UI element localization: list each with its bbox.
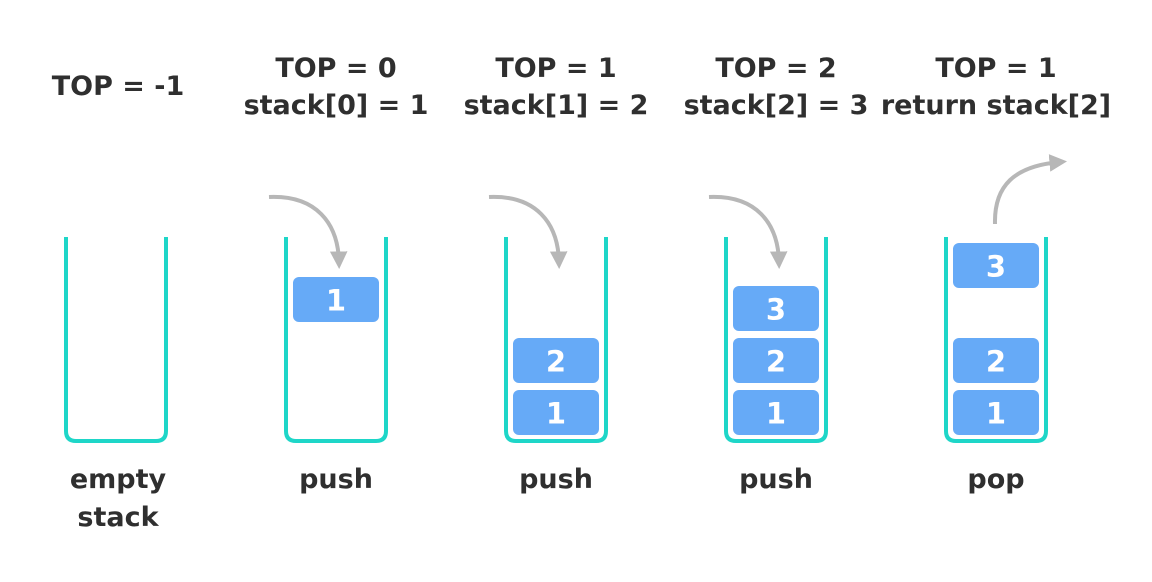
stage-header-push-3: TOP = 2 stack[2] = 3: [646, 50, 906, 124]
header-line: return stack[2]: [880, 90, 1112, 121]
stage-caption-push-2: push: [426, 461, 686, 499]
stack-block: [953, 243, 1039, 288]
stack-block-label: 1: [766, 397, 786, 431]
stack-block-label: 3: [766, 293, 786, 327]
stack-block: [513, 390, 599, 435]
caption-line: stack: [77, 502, 159, 533]
stack-block-label: 1: [326, 284, 346, 318]
caption-line: empty: [69, 464, 167, 495]
stack-block: [733, 390, 819, 435]
pop-arrow: [992, 154, 1068, 225]
caption-line: push: [519, 464, 593, 495]
stage-header-pop: TOP = 1 return stack[2]: [866, 50, 1126, 124]
stack-block: [293, 277, 379, 322]
caption-line: pop: [967, 464, 1025, 495]
push-arrow: [708, 194, 788, 270]
stack-container: [64, 237, 168, 443]
push-arrow: [268, 194, 348, 270]
stack-block-label: 1: [546, 397, 566, 431]
stack-block: [733, 286, 819, 331]
caption-line: push: [299, 464, 373, 495]
header-line: stack[1] = 2: [463, 90, 649, 121]
stack-block-label: 1: [986, 397, 1006, 431]
stack-container: [944, 237, 1048, 443]
header-line: stack[0] = 1: [243, 90, 429, 121]
header-line: TOP = 1: [935, 53, 1057, 84]
stage-caption-pop: pop: [866, 461, 1126, 499]
header-line: TOP = 2: [715, 53, 837, 84]
stack-container: [284, 237, 388, 443]
stage-header-push-1: TOP = 0 stack[0] = 1: [206, 50, 466, 124]
stage-header-push-2: TOP = 1 stack[1] = 2: [426, 50, 686, 124]
stack-block: [953, 338, 1039, 383]
stage-caption-push-1: push: [206, 461, 466, 499]
stack-block-label: 2: [986, 345, 1006, 379]
caption-line: push: [739, 464, 813, 495]
stack-block-label: 2: [766, 345, 786, 379]
stack-block: [953, 390, 1039, 435]
stack-container: [724, 237, 828, 443]
stack-block: [733, 338, 819, 383]
stack-block-label: 3: [986, 250, 1006, 284]
header-line: TOP = 0: [275, 53, 397, 84]
stage-caption-push-3: push: [646, 461, 906, 499]
stage-caption-empty: empty stack: [0, 461, 248, 537]
header-line: TOP = 1: [495, 53, 617, 84]
stage-header-empty: TOP = -1: [0, 68, 248, 105]
header-line: stack[2] = 3: [683, 90, 869, 121]
stack-container: [504, 237, 608, 443]
header-line: TOP = -1: [51, 71, 185, 102]
stack-block: [513, 338, 599, 383]
push-arrow: [488, 194, 568, 270]
stack-block-label: 2: [546, 345, 566, 379]
